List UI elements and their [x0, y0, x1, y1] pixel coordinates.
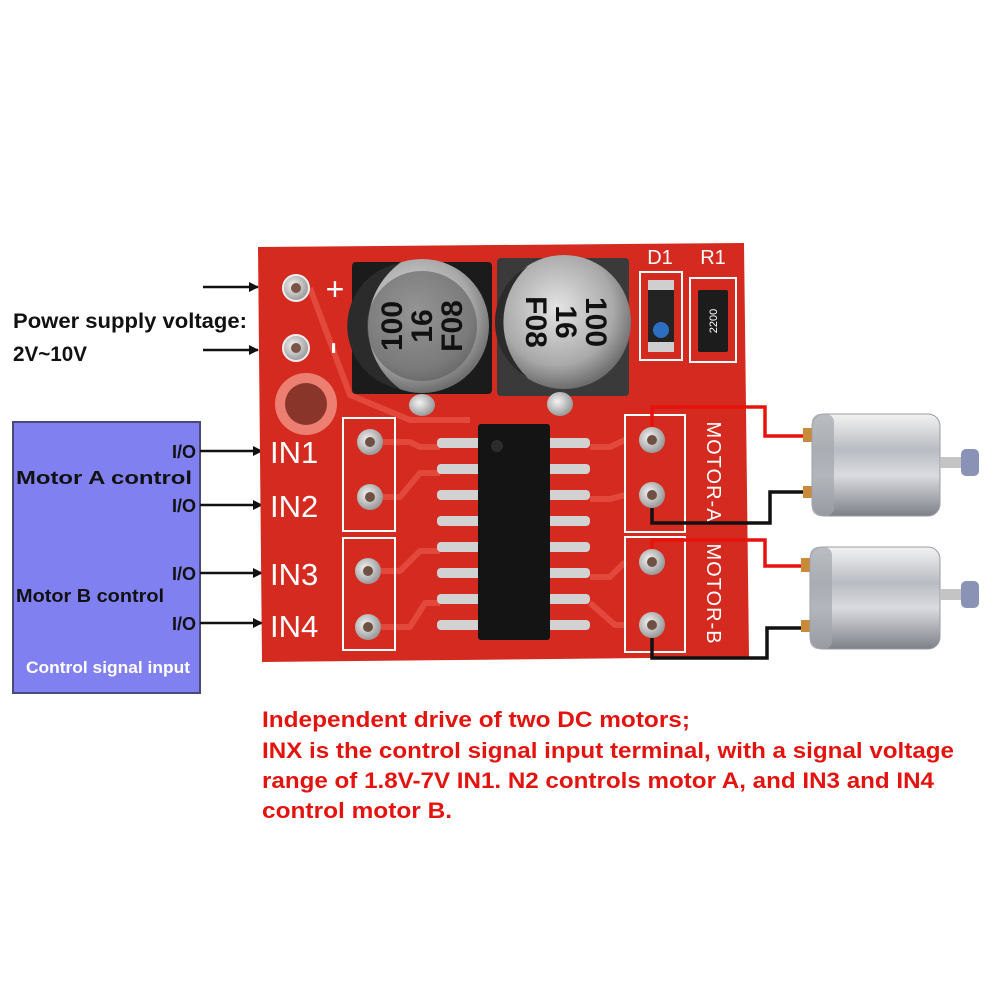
capacitor-1-lead: [409, 394, 435, 416]
motor-b-positive-wire: [650, 538, 810, 568]
capacitor-2-lead: [547, 392, 573, 416]
io-label-2: I/O: [172, 496, 196, 516]
motor-b-shaft: [940, 589, 962, 600]
capacitor-1: 100 16 F08: [347, 259, 492, 416]
power-pin-plus: [282, 274, 310, 302]
ic-pads-right: [546, 438, 590, 630]
motor-b-control-label: Motor B control: [16, 586, 164, 606]
in3-label: IN3: [270, 557, 318, 592]
diode-d1: [639, 271, 683, 361]
motor-a-pin-1: [639, 427, 665, 453]
description-line-3: range of 1.8V-7V IN1. N2 controls motor …: [262, 768, 935, 793]
motor-a-label: MOTOR-A: [702, 421, 724, 522]
motor-a-pin-2: [639, 482, 665, 508]
capacitor-1-polarity-mark: [347, 263, 400, 389]
minus-label: -: [314, 341, 358, 354]
control-signal-input-label: Control signal input: [26, 658, 190, 677]
motor-a-shaft: [940, 457, 962, 468]
capacitor-2-code: F08: [519, 296, 552, 348]
driver-ic: [437, 424, 590, 640]
motor-b-pin-2: [639, 612, 665, 638]
resistor-code: 2200: [708, 309, 720, 333]
io-label-4: I/O: [172, 614, 196, 634]
in2-pin: [357, 484, 383, 510]
in2-label: IN2: [270, 489, 318, 524]
capacitor-2-polarity-mark: [494, 266, 528, 378]
wires: [650, 405, 812, 660]
description: Independent drive of two DC motors; INX …: [262, 707, 954, 823]
capacitor-2-value: 100: [579, 297, 612, 347]
motor-b-label: MOTOR-B: [702, 543, 724, 644]
ic-pads-left: [437, 438, 481, 630]
io-label-1: I/O: [172, 442, 196, 462]
io-label-3: I/O: [172, 564, 196, 584]
resistor-r1: 2200: [689, 277, 737, 363]
motor-a-negative-wire: [650, 490, 812, 525]
capacitor-2: 100 16 F08: [494, 255, 631, 416]
in1-label: IN1: [270, 435, 318, 470]
ic-body: [478, 424, 550, 640]
motor-b-header: [624, 536, 686, 653]
input-header-a: [342, 417, 396, 532]
control-box-panel: [12, 421, 201, 694]
power-pin-minus: [282, 334, 310, 362]
r1-label: R1: [700, 247, 726, 269]
description-line-4: control motor B.: [262, 798, 452, 823]
capacitor-1-value: 100: [376, 301, 409, 351]
input-header-b: [342, 537, 396, 651]
power-supply-range: 2V~10V: [13, 343, 87, 366]
description-line-1: Independent drive of two DC motors;: [262, 707, 690, 732]
diode-led-icon: [653, 322, 669, 338]
mounting-hole: [275, 373, 337, 435]
motor-a-knob: [961, 449, 979, 476]
pcb: + - 100 16 F08: [258, 243, 749, 662]
capacitor-1-code: F08: [436, 300, 469, 352]
motor-a-icon: [803, 413, 979, 517]
motor-b-knob: [961, 581, 979, 608]
in4-label: IN4: [270, 609, 318, 644]
motor-a-header: [624, 414, 686, 533]
motor-a-positive-wire: [650, 405, 812, 440]
power-supply-label: Power supply voltage:: [13, 310, 247, 333]
ic-notch: [491, 440, 503, 452]
in3-pin: [355, 558, 381, 584]
in4-pin: [355, 614, 381, 640]
motor-b-pin-1: [639, 549, 665, 575]
motor-b-negative-wire: [650, 625, 810, 660]
description-line-2: INX is the control signal input terminal…: [262, 738, 954, 763]
capacitor-2-voltage: 16: [549, 305, 582, 338]
d1-label: D1: [647, 247, 673, 269]
control-signal-box: I/O Motor A control I/O I/O Motor B cont…: [12, 421, 201, 694]
capacitor-1-voltage: 16: [406, 309, 439, 342]
in1-pin: [357, 429, 383, 455]
motor-a-control-label: Motor A control: [16, 468, 192, 488]
plus-label: +: [326, 271, 345, 307]
motor-b-icon: [801, 546, 979, 650]
capacitor-2-top: [497, 255, 631, 389]
